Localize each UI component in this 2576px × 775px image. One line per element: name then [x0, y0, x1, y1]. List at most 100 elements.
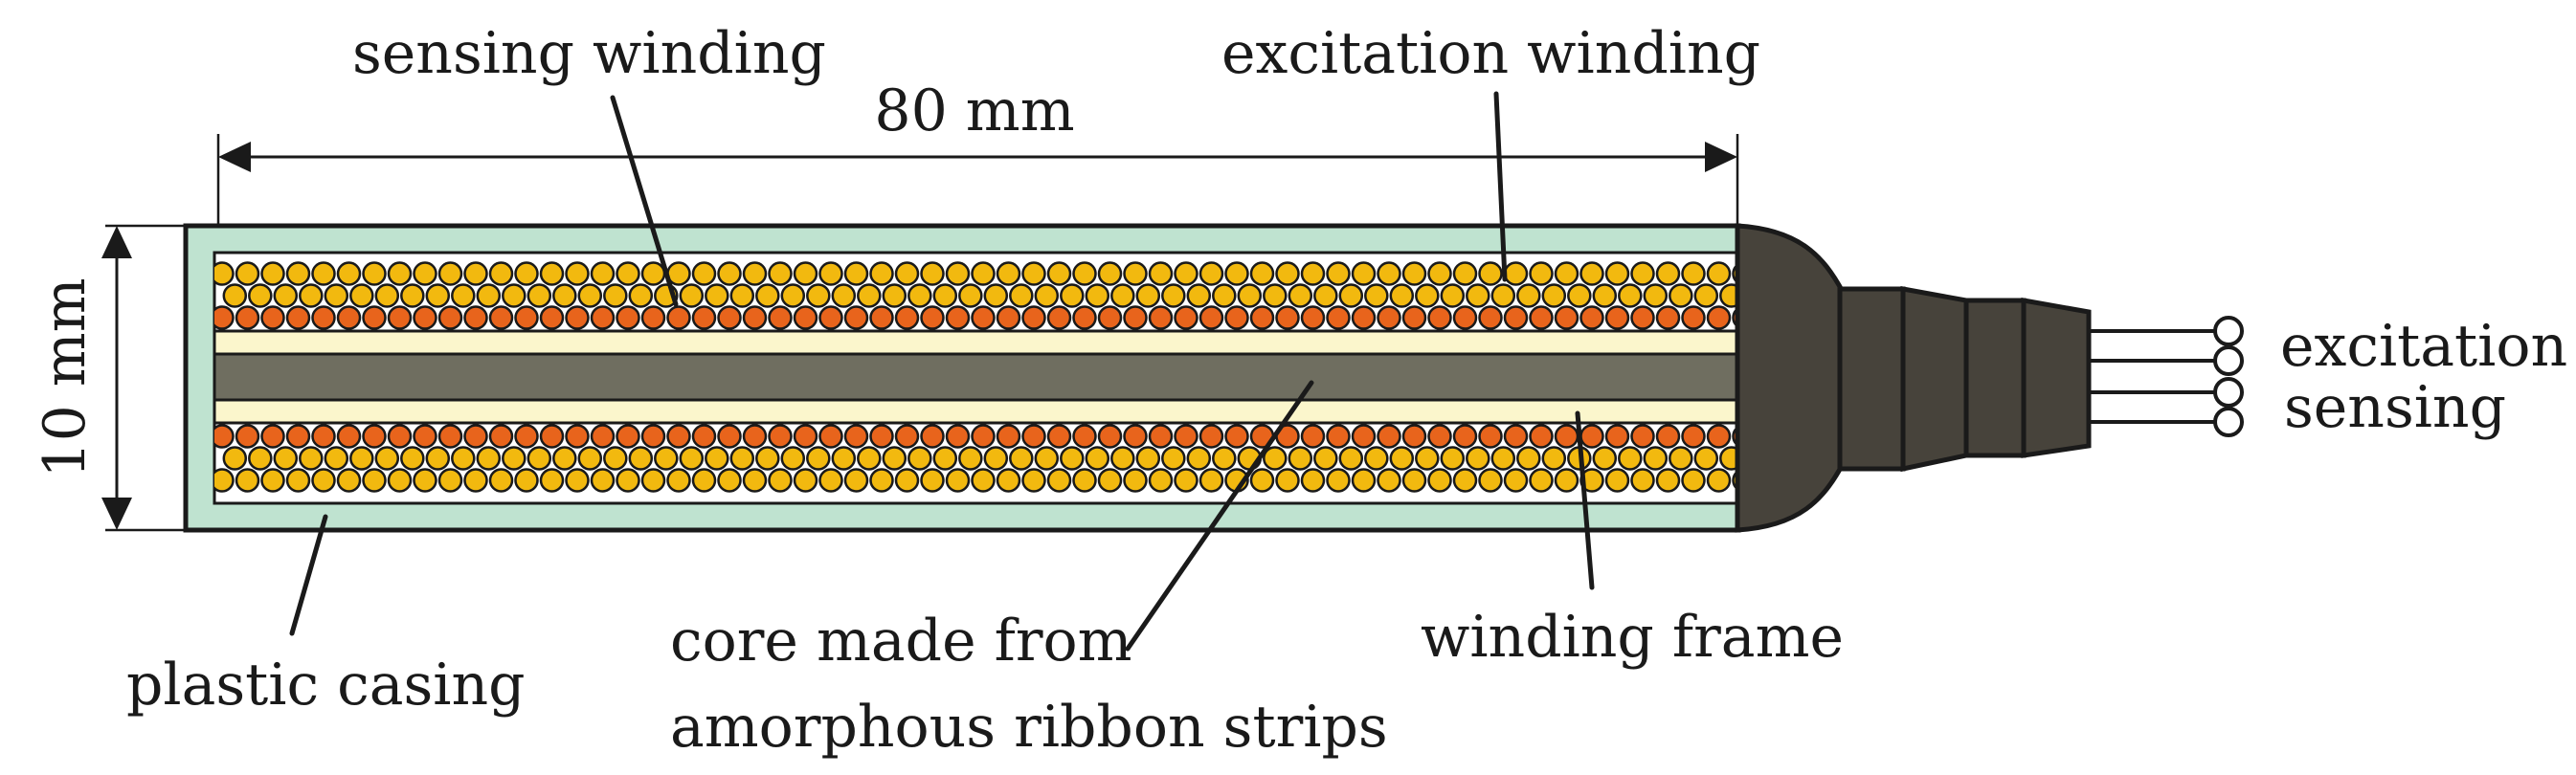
sensing-wire-turn	[488, 305, 514, 330]
sensing-wire-turn	[362, 424, 387, 449]
excitation-wire-turn	[729, 446, 755, 471]
excitation-wire-turn	[1021, 468, 1046, 493]
excitation-wire-turn	[1554, 468, 1579, 493]
excitation-wire-turn	[488, 468, 514, 493]
excitation-wire-turn	[1389, 283, 1415, 308]
excitation-wire-turn	[1440, 446, 1466, 471]
cable-segment-1	[1837, 286, 1906, 472]
sensing-wire-turn	[1021, 305, 1046, 330]
sensing-wire-turn	[691, 305, 717, 330]
excitation-wire-turn	[1060, 283, 1085, 308]
excitation-wire-turn	[806, 283, 831, 308]
excitation-wire-turn	[222, 446, 248, 471]
excitation-wire-turn	[894, 261, 920, 286]
excitation-wire-turn	[1529, 468, 1554, 493]
cable-end	[1735, 223, 2244, 533]
excitation-wire-turn	[1198, 261, 1224, 286]
excitation-wire-turn	[705, 446, 729, 471]
winding-frame-top	[213, 329, 1740, 356]
length-dimension	[216, 134, 1739, 226]
excitation-wire-turn	[1148, 468, 1174, 493]
sensing-wire-turn	[894, 424, 920, 449]
excitation-wire-turn	[705, 283, 729, 308]
excitation-wire-turn	[869, 468, 894, 493]
excitation-wire-turn	[552, 283, 577, 308]
excitation-wire-turn	[1326, 261, 1351, 286]
sensing-wire-turn	[640, 424, 666, 449]
excitation-wire-turn	[1021, 261, 1046, 286]
excitation-wire-turn	[1604, 468, 1630, 493]
excitation-wire-turn	[590, 261, 616, 286]
excitation-wire-turn	[1249, 261, 1275, 286]
excitation-wire-turn	[1338, 283, 1364, 308]
sensing-wire-turn	[742, 424, 768, 449]
excitation-wire-turn	[362, 261, 387, 286]
terminal-excitation-1	[2213, 316, 2244, 346]
sensing-wire-turn	[413, 424, 437, 449]
excitation-wire-turn	[742, 468, 768, 493]
excitation-wire-turn	[451, 446, 476, 471]
label-core-line1: core made from	[670, 608, 1132, 675]
sensing-wire-turn	[565, 424, 590, 449]
excitation-wire-turn	[273, 283, 299, 308]
excitation-wire-turn	[869, 261, 894, 286]
excitation-wire-turn	[755, 446, 780, 471]
excitation-wire-turn	[1174, 468, 1198, 493]
excitation-wire-turn	[577, 446, 603, 471]
excitation-wire-turn	[755, 283, 780, 308]
excitation-wire-turn	[1288, 283, 1313, 308]
excitation-wire-turn	[248, 446, 273, 471]
sensing-wire-turn	[1174, 424, 1198, 449]
excitation-wire-turn	[502, 283, 526, 308]
excitation-wire-turn	[1351, 261, 1377, 286]
excitation-wire-turn	[476, 446, 502, 471]
excitation-wire-turn	[768, 468, 793, 493]
excitation-wire-turn	[514, 468, 539, 493]
sensing-wire-turn	[565, 305, 590, 330]
excitation-wire-turn	[1655, 468, 1681, 493]
excitation-wire-turn	[1630, 468, 1655, 493]
excitation-wire-turn	[1263, 446, 1288, 471]
length-arrow-left	[218, 142, 251, 172]
excitation-wire-turn	[1161, 283, 1186, 308]
excitation-wire-turn	[843, 261, 869, 286]
excitation-wire-turn	[1669, 283, 1693, 308]
excitation-wire-turn	[1135, 446, 1161, 471]
sensing-wire-turn	[1579, 305, 1604, 330]
excitation-wire-turn	[971, 261, 996, 286]
excitation-wire-turn	[425, 446, 451, 471]
excitation-wire-turn	[920, 261, 945, 286]
excitation-wire-turn	[742, 261, 768, 286]
label-terminal-excitation: excitation	[2280, 313, 2567, 380]
excitation-wire-turn	[1452, 261, 1478, 286]
excitation-wire-turn	[374, 283, 400, 308]
excitation-wire-turn	[413, 468, 437, 493]
label-excitation-winding: excitation winding	[1221, 20, 1760, 87]
excitation-wire-turn	[451, 283, 476, 308]
excitation-wire-turn	[565, 261, 590, 286]
excitation-wire-turn	[1085, 283, 1110, 308]
sensing-wire-turn	[1198, 305, 1224, 330]
excitation-wire-turn	[1249, 468, 1275, 493]
excitation-wire-turn	[552, 446, 577, 471]
excitation-wire-turn	[1186, 283, 1212, 308]
excitation-wire-turn	[387, 261, 413, 286]
excitation-wire-turn	[1478, 468, 1503, 493]
label-length: 80 mm	[874, 78, 1074, 144]
sensing-wire-turn	[362, 305, 387, 330]
sensing-wire-turn	[616, 424, 640, 449]
excitation-wire-turn	[1643, 283, 1669, 308]
sensing-wire-turn	[1377, 424, 1401, 449]
excitation-wire-turn	[1529, 261, 1554, 286]
excitation-wire-turn	[1541, 446, 1567, 471]
excitation-wire-turn	[971, 468, 996, 493]
excitation-wire-turn	[1275, 468, 1300, 493]
excitation-wire-turn	[1060, 446, 1085, 471]
excitation-wire-turn	[1377, 468, 1401, 493]
sensing-wire-turn	[514, 424, 539, 449]
excitation-wire-turn	[299, 446, 324, 471]
excitation-wire-turn	[1440, 283, 1466, 308]
sensing-wire-turn	[666, 305, 691, 330]
excitation-wire-turn	[1212, 283, 1237, 308]
